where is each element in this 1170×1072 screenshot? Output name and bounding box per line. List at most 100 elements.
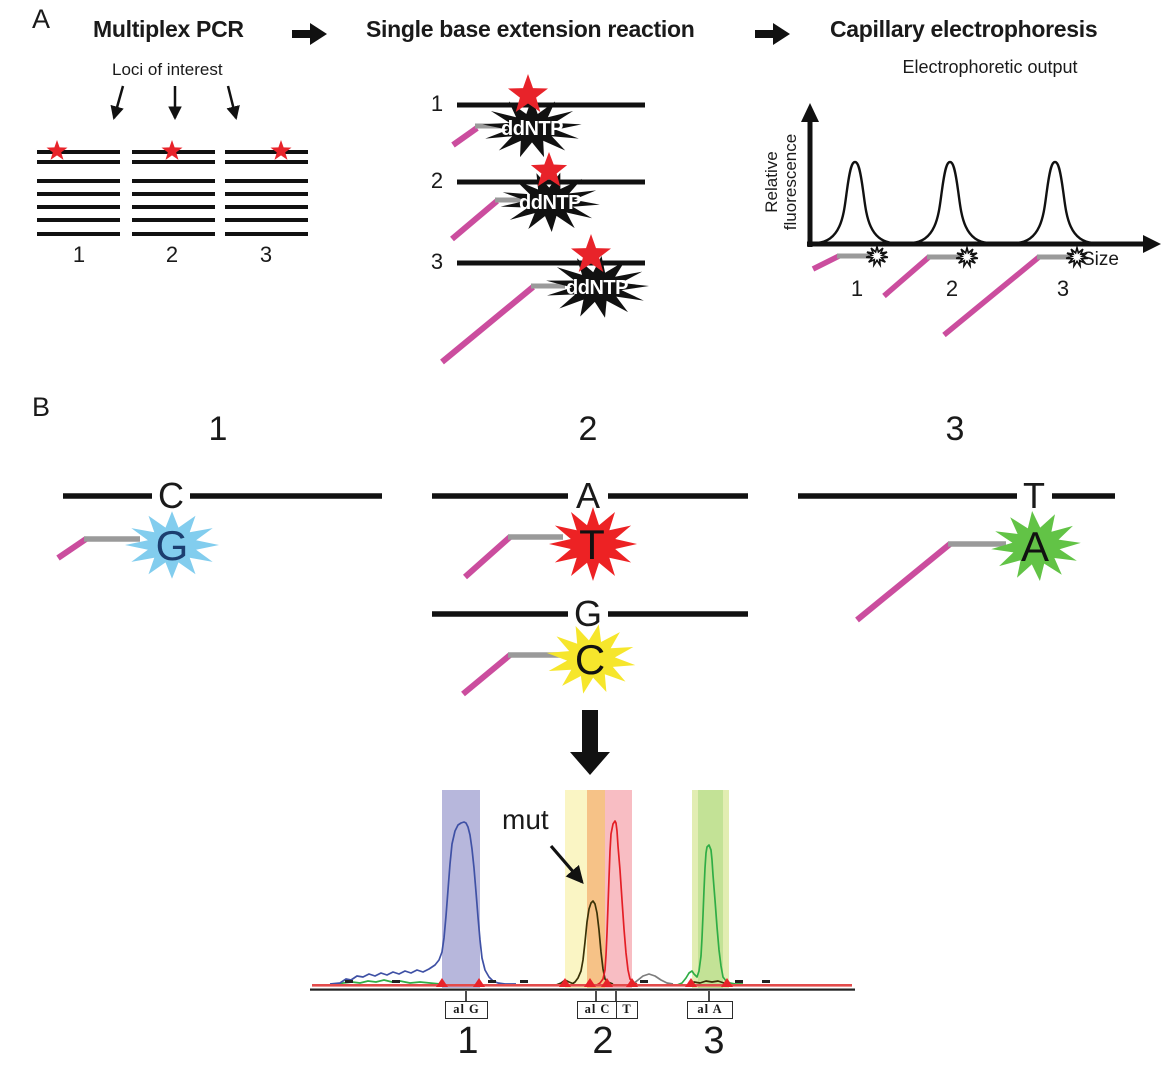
small-burst-icon	[955, 244, 979, 270]
pcr-amplicon-stack-1	[37, 150, 120, 236]
mutation-star-icon	[161, 140, 183, 160]
allele-box-al-g: al G	[445, 1001, 488, 1019]
ddntp-label: ddNTP	[519, 192, 581, 214]
incorporated-base-t: T	[579, 521, 605, 568]
y-axis-label-line2: fluorescence	[781, 133, 800, 231]
primer-tail	[56, 536, 88, 561]
bin-marker-triangles	[436, 978, 733, 987]
chart-lane-number-2: 2	[945, 276, 959, 301]
dye-burst-blue-icon	[125, 511, 219, 579]
trace-blue-peak	[329, 821, 516, 985]
marker-triangle-icon	[626, 978, 638, 987]
baseline-red-line	[312, 984, 852, 987]
pcr-amplicon-stack-2	[132, 150, 215, 236]
y-axis-label-line1: Relative	[762, 151, 781, 213]
allele-box-al-c: al C	[577, 1001, 618, 1019]
trace-mutant-peak	[571, 900, 614, 985]
primer-tail	[440, 284, 535, 365]
trace-green-peak	[676, 844, 743, 986]
marker-triangle-icon	[473, 978, 485, 987]
marker-triangle-icon	[559, 978, 571, 987]
sbe-number-2: 2	[430, 168, 444, 193]
trace-gray-bump	[632, 973, 674, 985]
small-burst-icon	[1065, 244, 1089, 270]
dye-burst-green-icon	[991, 511, 1081, 581]
band-pink	[605, 790, 632, 988]
lane-number-1: 1	[457, 1020, 479, 1062]
step2-title: Single base extension reaction	[366, 16, 695, 42]
bin-label-ticks	[465, 991, 710, 1001]
trace-red-peak	[596, 820, 638, 986]
marker-triangle-icon	[436, 978, 448, 987]
allele-box-t: T	[616, 1001, 638, 1019]
primer-tail	[811, 253, 841, 272]
primer-tail	[461, 652, 512, 697]
baseline-dashes	[345, 980, 770, 983]
pcr-product-groups	[37, 150, 308, 236]
baseline-black-line	[310, 988, 855, 991]
down-arrow-icon	[110, 85, 125, 120]
sbe-reactions	[440, 74, 649, 365]
locus-number-1: 1	[208, 410, 228, 448]
mutation-star-icon	[46, 140, 68, 160]
x-axis-label: Size	[1082, 249, 1119, 270]
marker-triangle-icon	[584, 978, 596, 987]
marker-triangle-icon	[721, 978, 733, 987]
locus-number-2: 2	[578, 410, 598, 448]
mut-annotation-arrow-icon	[549, 844, 584, 885]
panel-b-label: B	[32, 392, 51, 422]
dye-burst-red-icon	[549, 507, 637, 581]
primer-tail	[451, 125, 479, 148]
ddntp-burst-icon	[482, 98, 582, 158]
template-base-a: A	[575, 475, 601, 516]
incorporated-base-c: C	[574, 636, 606, 683]
lane-number-2: 2	[592, 1020, 614, 1062]
primer-tail	[450, 198, 499, 242]
trace-dark-noise	[687, 980, 725, 985]
primer-tail	[855, 541, 952, 623]
electropherogram-traces	[329, 820, 743, 986]
chart-lane-number-1: 1	[850, 276, 864, 301]
marker-triangle-icon	[601, 978, 613, 987]
fluorophore-star-icon	[530, 152, 568, 187]
x-axis-arrowhead-icon	[1143, 235, 1161, 253]
primer-tail	[463, 534, 512, 580]
pcr-group-number-1: 1	[72, 242, 86, 267]
fluorescence-peak	[911, 160, 989, 245]
loci-caption: Loci of interest	[112, 60, 223, 79]
mutation-star-icon	[270, 140, 292, 160]
flow-arrow-icon	[755, 23, 790, 45]
step1-title: Multiplex PCR	[93, 16, 244, 42]
small-burst-icon	[865, 243, 889, 269]
template-base-g: G	[573, 593, 603, 634]
down-arrow-icon	[226, 85, 240, 121]
sbe-number-1: 1	[430, 91, 444, 116]
step3-title: Capillary electrophoresis	[830, 16, 1098, 42]
big-down-arrow-icon	[570, 710, 610, 775]
lane-number-3: 3	[703, 1020, 725, 1062]
pcr-amplicon-stack-3	[225, 150, 308, 236]
template-base-c: C	[158, 475, 184, 516]
ddntp-burst-icon	[500, 172, 600, 232]
locus-number-3: 3	[945, 410, 965, 448]
fluorescence-peak	[1016, 160, 1094, 245]
ddntp-burst-icon	[546, 255, 649, 318]
ddntp-label: ddNTP	[501, 118, 563, 140]
pcr-group-number-2: 2	[165, 242, 179, 267]
fluorophore-star-icon	[508, 74, 548, 112]
electropherogram-bands	[442, 790, 729, 988]
primer-tail	[882, 254, 931, 299]
band-yellow	[565, 790, 587, 988]
dye-burst-yellow-icon	[546, 624, 636, 694]
flow-arrow-icon	[292, 23, 327, 45]
y-axis-arrowhead-icon	[801, 103, 819, 122]
loci-pointer-arrows	[110, 85, 240, 121]
incorporated-base-a: A	[1020, 523, 1050, 570]
allele-box-al-a: al A	[687, 1001, 733, 1019]
panel-b-loci	[56, 493, 1115, 697]
fluorescence-peak	[816, 160, 894, 245]
mut-label: mut	[502, 804, 549, 835]
